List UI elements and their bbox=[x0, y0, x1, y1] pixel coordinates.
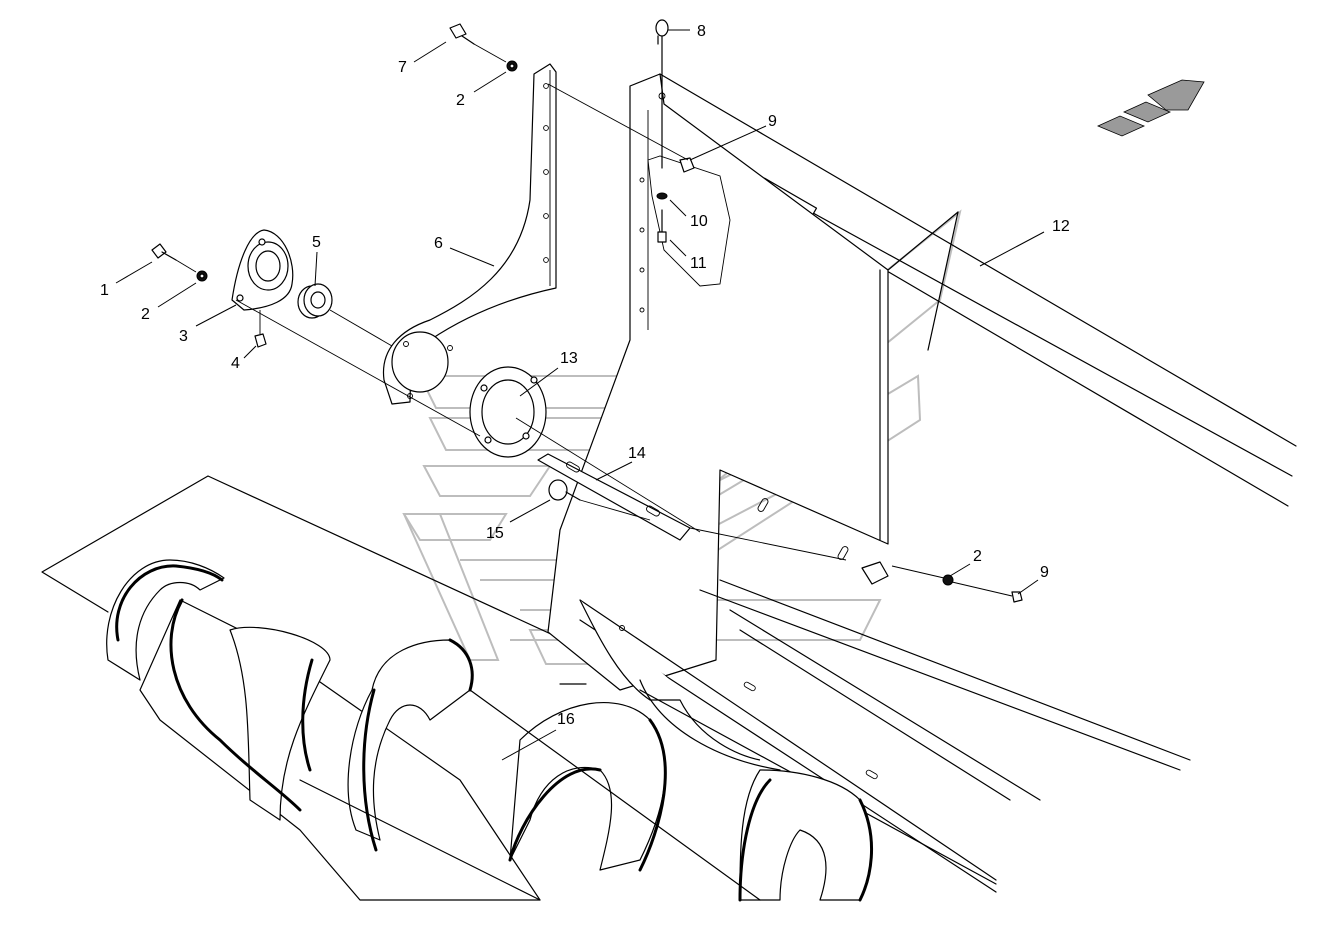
callout-1: 1 bbox=[100, 282, 109, 299]
callout-6: 6 bbox=[434, 235, 443, 252]
callout-2-right: 2 bbox=[973, 548, 982, 565]
bracket-plate-part-6 bbox=[382, 63, 557, 405]
callout-4: 4 bbox=[231, 355, 240, 372]
direction-arrow-icon bbox=[1096, 79, 1205, 137]
callout-12: 12 bbox=[1052, 218, 1070, 235]
callout-5: 5 bbox=[312, 234, 321, 251]
callout-labels: 1 2 3 4 5 6 7 2 8 9 10 11 12 13 14 15 2 … bbox=[100, 23, 1070, 728]
strip-plate-part-14 bbox=[537, 453, 889, 585]
eyebolt-assembly bbox=[655, 19, 695, 243]
assembly-axes bbox=[175, 43, 1013, 597]
callout-9-right: 9 bbox=[1040, 564, 1049, 581]
auger-part-16 bbox=[106, 559, 873, 902]
callout-3: 3 bbox=[179, 328, 188, 345]
trough-channel bbox=[579, 579, 1191, 893]
callout-15: 15 bbox=[486, 525, 504, 542]
callout-11: 11 bbox=[690, 255, 707, 272]
bearing-housing-part-3 bbox=[231, 229, 294, 311]
callout-2-left: 2 bbox=[141, 306, 150, 323]
base-plane bbox=[41, 475, 617, 685]
top-fasteners bbox=[449, 23, 518, 72]
housing-plate bbox=[547, 73, 959, 691]
callout-2-top: 2 bbox=[456, 92, 465, 109]
bearing-part-5 bbox=[297, 283, 333, 319]
callout-16: 16 bbox=[557, 711, 575, 728]
callout-14: 14 bbox=[628, 445, 646, 462]
callout-7: 7 bbox=[398, 59, 407, 76]
callout-9-top: 9 bbox=[768, 113, 777, 130]
flange-ring-part-13 bbox=[469, 366, 547, 458]
callout-10: 10 bbox=[690, 213, 708, 230]
callout-leaders bbox=[115, 29, 1045, 761]
callout-13: 13 bbox=[560, 350, 578, 367]
right-fasteners bbox=[942, 574, 1023, 603]
small-fasteners-left bbox=[151, 243, 267, 348]
knob-bolt-part-15 bbox=[548, 479, 581, 501]
callout-8: 8 bbox=[697, 23, 706, 40]
